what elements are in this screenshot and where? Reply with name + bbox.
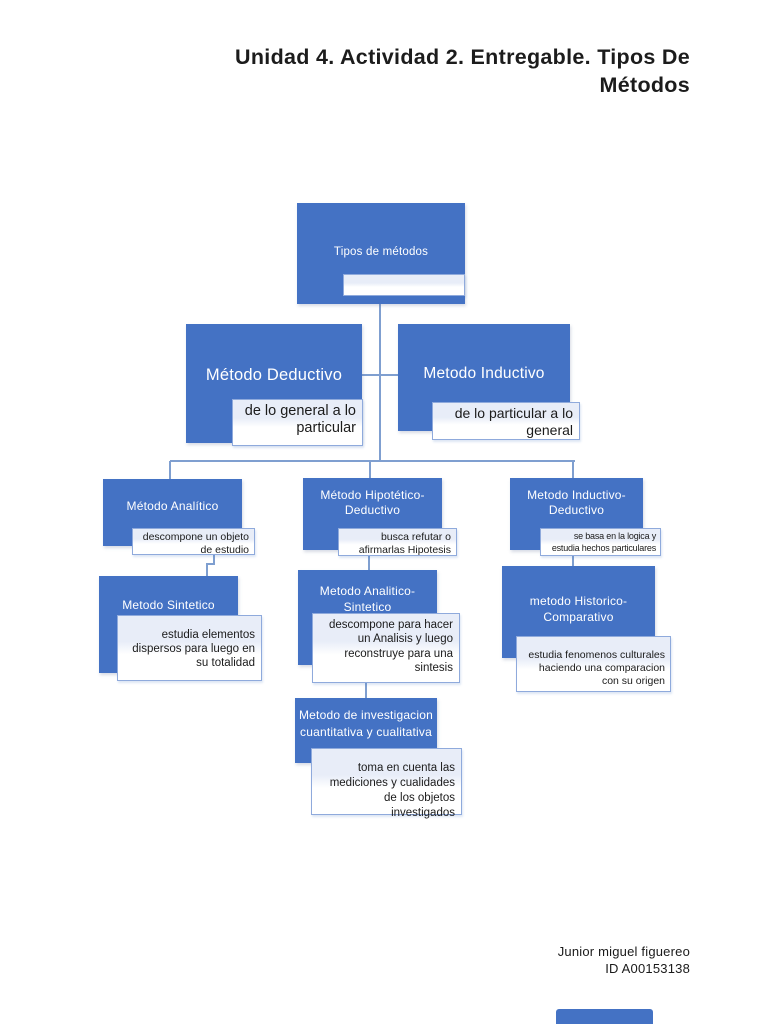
connector-inductivo-historico	[572, 555, 574, 566]
connector-analitico-sintetico-elbow	[206, 563, 215, 565]
box-label: Método Analítico	[126, 498, 219, 513]
box-label: metodo Historico-Comparativo	[529, 594, 628, 624]
note-box-metodo-investigacion: toma en cuenta las mediciones y cualidad…	[311, 748, 462, 819]
note-text: de lo particular a lo general	[454, 405, 573, 438]
note-box-metodo-sintetico: estudia elementos dispersos para luego e…	[117, 615, 262, 681]
connector-analitico-sintetico-seg2	[206, 564, 208, 576]
note-text: descompone un objeto de estudio	[142, 531, 249, 556]
note-box-metodo-inductivo-deductivo: se basa en la logica y estudia hechos pa…	[540, 528, 661, 556]
box-label: Método Hipotético-Deductivo	[320, 488, 425, 517]
note-box-tipos-de-metodos	[343, 274, 465, 296]
box-label: Tipos de métodos	[333, 245, 429, 258]
note-box-metodo-analitico: descompone un objeto de estudio	[132, 528, 255, 556]
note-text: estudia fenomenos culturales haciendo un…	[528, 649, 665, 688]
connector-drop-hipotetico	[369, 461, 371, 478]
connector-hipotetico-analitico-sintetico	[368, 555, 370, 570]
page-title: Unidad 4. Actividad 2. Entregable. Tipos…	[140, 44, 690, 99]
box-label: Método Deductivo	[205, 366, 343, 384]
note-text: se basa en la logica y estudia hechos pa…	[551, 531, 656, 553]
note-box-metodo-hipotetico-deductivo: busca refutar o afirmarlas Hipotesis	[338, 528, 457, 556]
next-page-box-sliver	[556, 1009, 653, 1024]
connector-sintetico-investigacion	[365, 683, 367, 698]
note-text: descompone para hacer un Analisis y lueg…	[328, 619, 453, 675]
note-text: busca refutar o afirmarlas Hipotesis	[358, 531, 451, 556]
box-label: Metodo Inductivo	[423, 364, 545, 382]
note-box-metodo-deductivo: de lo general a lo particular	[232, 399, 363, 446]
box-label: Metodo de investigacion cuantitativa y c…	[298, 708, 434, 739]
note-box-metodo-historico-comparativo: estudia fenomenos culturales haciendo un…	[516, 636, 671, 692]
connector-root-vertical	[379, 304, 381, 462]
note-box-metodo-inductivo: de lo particular a lo general	[432, 402, 580, 440]
box-label: Metodo Analitico-Sintetico	[319, 584, 416, 614]
note-text: toma en cuenta las mediciones y cualidad…	[329, 762, 455, 819]
connector-drop-inductivo-deductivo	[572, 461, 574, 478]
connector-analitico-sintetico-seg1	[213, 553, 215, 565]
note-text: estudia elementos dispersos para luego e…	[132, 629, 255, 670]
connector-drop-analitico	[169, 461, 171, 479]
box-label: Metodo Inductivo-Deductivo	[527, 488, 626, 517]
page-title-line2: Métodos	[599, 72, 690, 97]
connector-level2-horizontal	[170, 460, 575, 462]
author-name: Junior miguel figuereo	[557, 944, 690, 959]
note-box-metodo-analitico-sintetico: descompone para hacer un Analisis y lueg…	[312, 613, 460, 683]
page-title-line1: Unidad 4. Actividad 2. Entregable. Tipos…	[235, 45, 690, 69]
connector-deductivo-inductivo	[362, 374, 398, 376]
note-text: de lo general a lo particular	[244, 403, 356, 437]
box-label: Metodo Sintetico	[122, 598, 215, 612]
author-id: ID A00153138	[605, 960, 690, 976]
author-footer: Junior miguel figuereo ID A00153138	[390, 944, 690, 978]
